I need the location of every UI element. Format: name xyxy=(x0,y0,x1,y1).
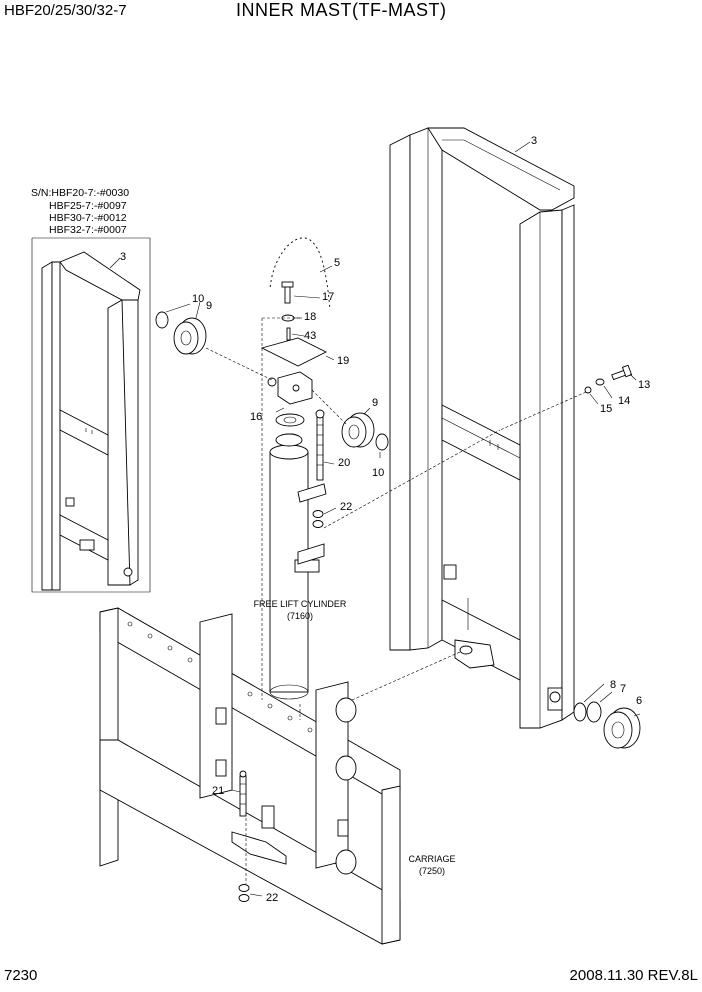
free-lift-cylinder xyxy=(269,433,320,700)
nut-22-upper-b xyxy=(312,520,324,528)
callout-8: 8 xyxy=(610,679,617,691)
cylinder-label: FREE LIFT CYLINDER xyxy=(253,599,347,609)
callout-21: 21 xyxy=(212,785,225,797)
inset-mast-drawing xyxy=(41,251,141,591)
callout-10-right: 10 xyxy=(372,467,385,479)
inner-mast-drawing xyxy=(389,127,575,729)
callout-9-right: 9 xyxy=(372,397,379,409)
callout-3-main: 3 xyxy=(531,135,538,147)
carriage-roller-top xyxy=(335,697,357,723)
bolt-13 xyxy=(611,364,633,381)
callout-13: 13 xyxy=(638,379,651,391)
callout-18: 18 xyxy=(304,311,317,323)
callout-10-left: 10 xyxy=(192,293,205,305)
clip-lower xyxy=(297,543,325,565)
callout-43: 43 xyxy=(304,330,317,342)
carriage-roller-bottom xyxy=(335,849,357,875)
callout-7: 7 xyxy=(620,683,627,695)
carriage-roller-mid xyxy=(335,755,357,781)
serial-note-line3: HBF30-7:-#0012 xyxy=(49,212,127,224)
callout-9-left: 9 xyxy=(206,300,213,312)
serial-note-line2: HBF25-7:-#0097 xyxy=(49,200,127,212)
roller-6 xyxy=(603,707,641,749)
assembly-guide-lines xyxy=(205,317,587,884)
washer-15 xyxy=(584,386,592,394)
callout-16: 16 xyxy=(250,411,263,423)
nut-22-upper-a xyxy=(312,510,324,518)
snap-ring-10-left xyxy=(155,311,169,329)
serial-note-line1: S/N:HBF20-7:-#0030 xyxy=(31,187,130,199)
page-number: 7230 xyxy=(4,967,38,984)
washer-14 xyxy=(595,378,605,386)
cylinder-code: (7160) xyxy=(286,611,313,621)
carriage-code: (7250) xyxy=(418,866,445,876)
callout-20: 20 xyxy=(338,457,351,469)
callout-17: 17 xyxy=(322,291,335,303)
callout-3-inset: 3 xyxy=(120,251,127,263)
callout-22-lower: 22 xyxy=(266,892,279,904)
carriage-drawing xyxy=(99,607,401,945)
callout-22-upper: 22 xyxy=(340,501,353,513)
model-code: HBF20/25/30/32-7 xyxy=(4,2,127,19)
ring-8 xyxy=(573,702,587,722)
revision-date: 2008.11.30 REV.8L xyxy=(569,967,698,984)
block-16 xyxy=(267,371,313,405)
callout-leaders xyxy=(109,141,641,897)
roller-9-left xyxy=(173,317,207,355)
hose-20 xyxy=(315,409,325,481)
nut-22-lower-a xyxy=(238,884,250,892)
snap-ring-10-right xyxy=(375,433,389,451)
hose-21 xyxy=(239,770,247,817)
roller-9-right xyxy=(341,412,375,448)
inset-frame xyxy=(31,237,151,593)
seal-ring-top xyxy=(275,413,305,427)
callout-19: 19 xyxy=(337,355,350,367)
bolt-17 xyxy=(281,281,294,304)
callout-14: 14 xyxy=(618,395,631,407)
nut-22-lower-b xyxy=(238,894,250,902)
serial-note-line4: HBF32-7:-#0007 xyxy=(49,224,127,236)
carriage-label: CARRIAGE xyxy=(408,854,456,864)
page-title: INNER MAST(TF-MAST) xyxy=(236,0,447,20)
bracket-19 xyxy=(260,337,328,367)
callout-15: 15 xyxy=(600,403,613,415)
callout-5: 5 xyxy=(334,257,341,269)
ring-7 xyxy=(586,701,602,723)
clip-upper xyxy=(297,483,327,503)
callout-6: 6 xyxy=(636,695,643,707)
lift-chain xyxy=(267,235,333,311)
pin-43 xyxy=(286,327,291,341)
